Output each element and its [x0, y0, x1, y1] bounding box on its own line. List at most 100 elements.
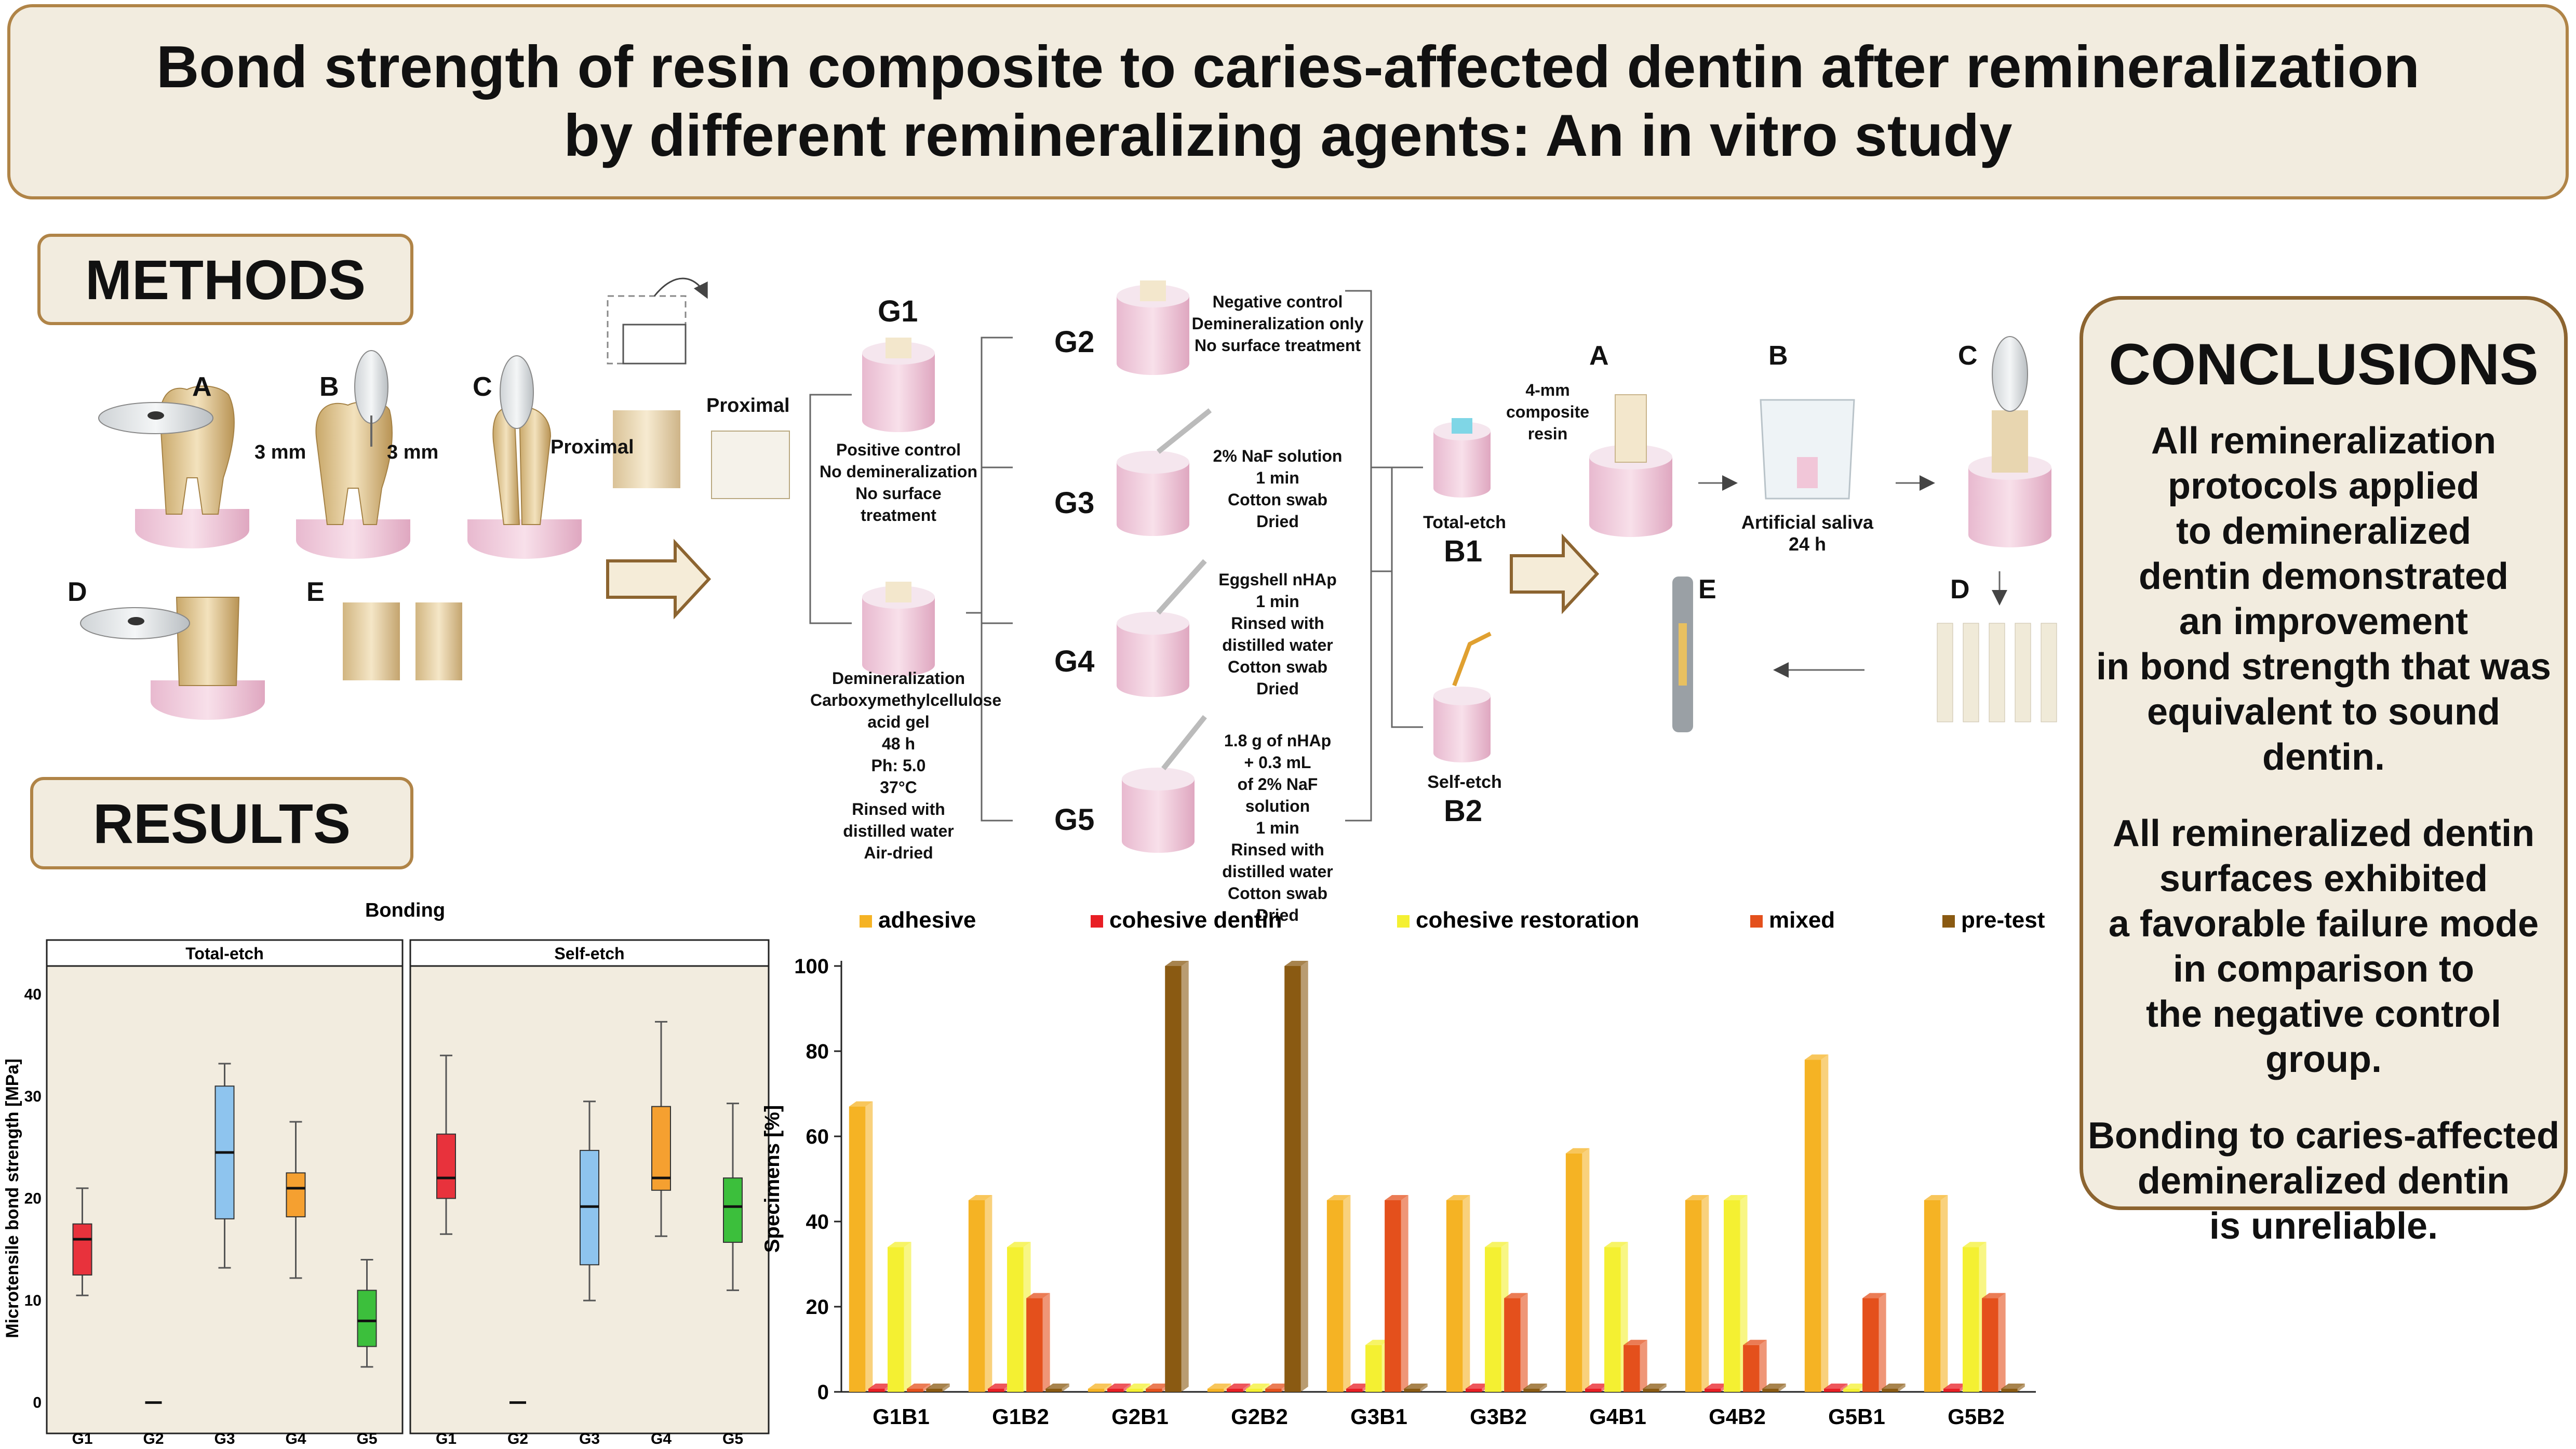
boxplot-xtick-label: G5 [722, 1430, 743, 1447]
bar [1943, 1389, 1960, 1392]
bar-top-face [1088, 1384, 1112, 1389]
bar [926, 1389, 943, 1392]
bar-side-face [1343, 1195, 1351, 1392]
results-label: RESULTS [30, 777, 413, 869]
title-banner: Bond strength of resin composite to cari… [7, 4, 2569, 199]
mm-label-left: 3 mm [254, 441, 306, 463]
bar [1743, 1345, 1760, 1392]
composite-label: 4-mm composite resin [1506, 381, 1590, 443]
bar-top-face [1523, 1384, 1547, 1389]
bar-ytick-label: 0 [817, 1381, 829, 1404]
bar [1284, 966, 1301, 1392]
bar [1404, 1389, 1420, 1392]
bar [1465, 1389, 1482, 1392]
group-text-g1: Positive control No demineralization No … [819, 440, 978, 525]
bar [1724, 1200, 1740, 1392]
bar-top-face [1485, 1242, 1509, 1247]
boxplot-panel-title: Self-etch [554, 944, 624, 963]
conclusions-heading: CONCLUSIONS [2109, 332, 2539, 397]
bar-top-face [1924, 1195, 1948, 1200]
prep-label-e: E [306, 577, 325, 607]
bar-top-face [968, 1195, 992, 1200]
cylinder-g4 [1117, 559, 1207, 697]
cylinder-demin [862, 582, 935, 676]
bar [1026, 1298, 1043, 1392]
bar [1882, 1389, 1898, 1392]
bar-top-face [849, 1101, 873, 1107]
bar-top-face [1882, 1384, 1906, 1389]
prep-label-c: C [473, 372, 492, 402]
bar [1246, 1389, 1263, 1392]
bar [1523, 1389, 1540, 1392]
bar-top-face [1982, 1293, 2006, 1298]
boxplot-ylabel: Microtensile bond strength [MPa] [3, 1058, 22, 1338]
legend-label: cohesive restoration [1416, 907, 1639, 933]
bar [987, 1389, 1004, 1392]
bar-top-face [987, 1384, 1012, 1389]
bar [1207, 1389, 1224, 1392]
legend-label: cohesive dentin [1109, 907, 1282, 933]
bar-side-face [1520, 1293, 1528, 1392]
bar-top-face [1404, 1384, 1428, 1389]
bar [1585, 1389, 1602, 1392]
bar [968, 1200, 985, 1392]
conclusion-2: All remineralized dentin surfaces exhibi… [2108, 813, 2539, 1080]
bar-top-face [1504, 1293, 1528, 1298]
bar-side-face [1539, 1384, 1547, 1392]
boxplot-xtick-label: G1 [436, 1430, 457, 1447]
bond-label-a: A [1589, 341, 1609, 371]
bond-label-e: E [1698, 574, 1716, 605]
flow-arrow-2 [1510, 533, 1600, 614]
bar [1982, 1298, 1998, 1392]
bar-top-face [1804, 1054, 1829, 1060]
cylinder-b2 [1433, 632, 1492, 762]
bar-top-face [2001, 1384, 2025, 1389]
bar [1385, 1200, 1401, 1392]
bond-b2-name: Self-etch [1427, 772, 1502, 792]
legend-swatch [860, 915, 872, 928]
bar-top-face [1246, 1384, 1270, 1389]
bar-top-face [1843, 1384, 1867, 1389]
prep-a-tooth [98, 385, 249, 548]
bar [1326, 1200, 1344, 1392]
prep-d-tooth [80, 597, 265, 720]
group-id-g1: G1 [878, 294, 918, 328]
bar-top-face [1045, 1384, 1069, 1389]
bar [1365, 1345, 1382, 1392]
bar-ytick-label: 80 [806, 1040, 829, 1063]
bar-top-face [1226, 1384, 1251, 1389]
bar [1565, 1153, 1582, 1392]
bar-xtick-label: G2B1 [1111, 1404, 1169, 1429]
boxplot-xtick-label: G4 [285, 1430, 306, 1447]
flow-arrow-1 [606, 539, 712, 620]
bar-top-face [1165, 961, 1189, 966]
bar-side-face [1940, 1195, 1948, 1392]
legend-swatch [1397, 915, 1410, 928]
bar [1804, 1059, 1821, 1392]
bar-side-face [865, 1101, 873, 1392]
bar-xtick-label: G3B1 [1350, 1404, 1407, 1429]
bar-top-face [1107, 1384, 1131, 1389]
group-text-g2: Negative control Demineralization only N… [1191, 292, 1364, 355]
group-text-g3: 2% NaF solution 1 min Cotton swab Dried [1213, 447, 1343, 531]
bar-top-face [1126, 1384, 1150, 1389]
legend-swatch [1091, 915, 1103, 928]
bar [1346, 1389, 1363, 1392]
bar-xtick-label: G4B2 [1709, 1404, 1766, 1429]
bar-side-face [1042, 1293, 1050, 1392]
legend-swatch [1750, 915, 1763, 928]
group-id-g3: G3 [1054, 486, 1095, 520]
group-text-g4: Eggshell nHAp 1 min Rinsed with distille… [1218, 570, 1337, 698]
sticks-step-d [1937, 623, 2057, 722]
prep-label-d: D [68, 577, 87, 607]
bar-ytick-label: 100 [794, 955, 829, 978]
bar-side-face [1420, 1384, 1428, 1392]
bar-side-face [1224, 1384, 1231, 1392]
bar [1485, 1247, 1501, 1392]
bar-ytick-label: 40 [806, 1211, 829, 1233]
bar-top-face [1762, 1384, 1786, 1389]
boxplot-xtick-label: G2 [143, 1430, 164, 1447]
bar-side-face [1243, 1384, 1251, 1392]
bar-side-face [1740, 1195, 1748, 1392]
